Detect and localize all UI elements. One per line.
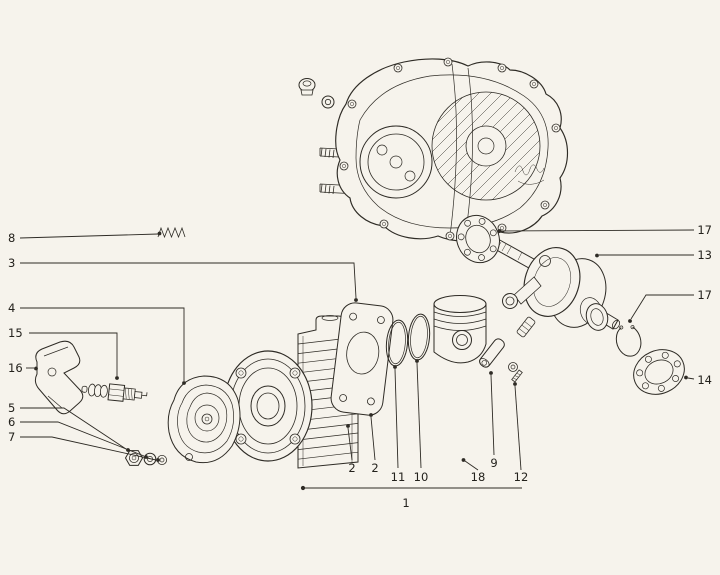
main-bearing [456, 214, 500, 264]
leader-17-bottom [630, 294, 694, 320]
callout-label-14: 14 [697, 373, 712, 387]
leader-2b [370, 416, 376, 461]
head-gasket [330, 302, 394, 416]
leader-7 [20, 436, 157, 461]
leader-4 [20, 307, 185, 381]
piston-pin-boss [452, 330, 472, 350]
callout-label-15: 15 [8, 326, 23, 340]
piston-ring-2 [407, 313, 431, 361]
callout-label-2b: 2 [371, 461, 378, 475]
callout-label-16: 16 [8, 361, 23, 375]
callout-label-4: 4 [8, 301, 15, 315]
callout-labels: 8 3 4 15 16 5 6 7 17 13 17 14 2 2 11 10 … [8, 223, 712, 510]
leader-2a [347, 427, 353, 461]
case-plug [298, 78, 316, 96]
callout-label-11: 11 [391, 470, 406, 484]
crankcase-bolt-holes [339, 57, 561, 241]
callout-label-6: 6 [8, 415, 15, 429]
head-nut [124, 450, 144, 466]
leader-14 [687, 377, 695, 380]
callout-label-8: 8 [8, 231, 15, 245]
spark-plug [81, 383, 148, 402]
clutch-hub-hole [477, 137, 495, 155]
clutch-cover-circle [431, 91, 541, 201]
gudgeon-pin [479, 338, 505, 368]
crank-web-front [523, 247, 581, 317]
barrel-fins [297, 336, 359, 460]
spark-plug-cap [34, 340, 84, 415]
callout-label-7: 7 [8, 430, 15, 444]
leader-18 [464, 460, 479, 471]
clutch-hub-circle [465, 125, 507, 167]
crank-pin-hole [539, 255, 551, 267]
pin-retainer-screw [508, 362, 523, 383]
crankcase-housing [319, 57, 569, 242]
leader-8 [19, 233, 159, 239]
callout-label-1: 1 [402, 496, 409, 510]
leader-12 [514, 385, 522, 471]
callout-label-12: 12 [514, 470, 529, 484]
leader-17-top [500, 229, 695, 232]
piston [433, 295, 487, 364]
crankcase-inner-contour [355, 74, 549, 229]
spring [157, 226, 186, 239]
signature-mark [514, 164, 545, 185]
washer-small [156, 454, 167, 465]
connecting-rod [502, 276, 542, 309]
leader-9 [490, 374, 495, 456]
shim-washers [579, 297, 609, 331]
callout-label-3: 3 [8, 256, 15, 270]
flywheel-bearing [633, 349, 685, 395]
leader-15 [29, 332, 118, 376]
circlip [615, 325, 642, 357]
callout-label-10: 10 [414, 470, 429, 484]
leader-11 [394, 368, 399, 469]
leader-10 [416, 362, 422, 469]
leader-5 [20, 407, 127, 450]
callout-label-2a: 2 [348, 461, 355, 475]
crank-chamber-bore [359, 125, 433, 199]
callout-label-17-bottom: 17 [697, 288, 712, 302]
callout-label-13: 13 [697, 248, 712, 262]
cylinder-head-cover [167, 375, 241, 464]
needle-bearing-cage [516, 316, 536, 338]
crankcase-outline [335, 58, 569, 242]
callout-label-17-top: 17 [697, 223, 712, 237]
leader-6 [20, 421, 145, 457]
leader-3 [20, 262, 357, 299]
callout-label-5: 5 [8, 401, 15, 415]
case-plug-washer [321, 95, 335, 109]
head-stud-holes [235, 367, 301, 445]
leader-lines [19, 229, 695, 491]
cover-tab-hole [185, 453, 193, 461]
crankcase-ribs [449, 63, 473, 237]
callout-label-9: 9 [490, 456, 497, 470]
callout-label-18: 18 [471, 470, 486, 484]
